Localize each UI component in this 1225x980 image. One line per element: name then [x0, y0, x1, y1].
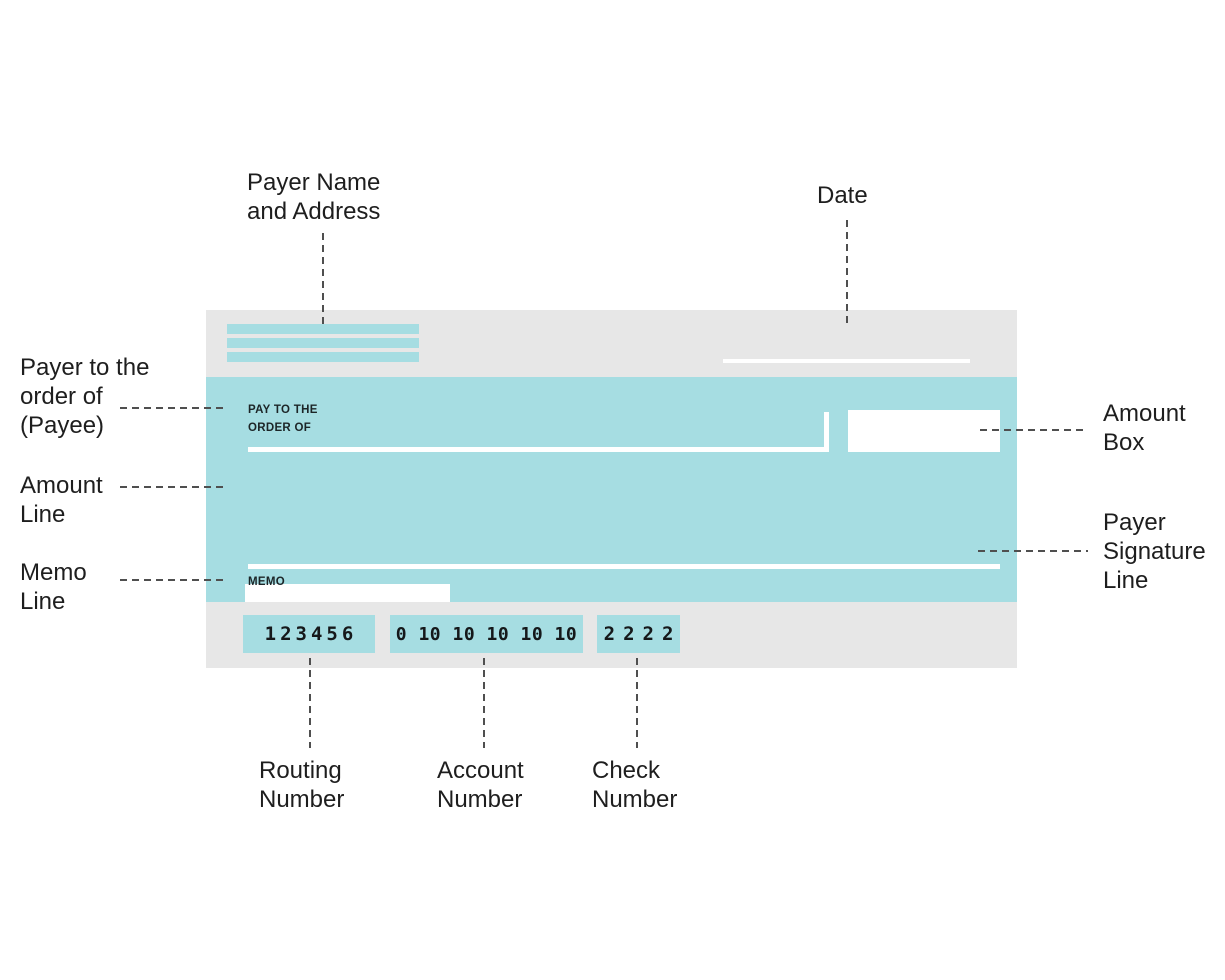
payer-address-bar — [227, 338, 419, 348]
label-amount-line: Amount Line — [20, 472, 103, 528]
amount-box — [848, 410, 1000, 452]
check-number-value: 2222 — [597, 615, 680, 653]
label-date: Date — [817, 182, 868, 209]
label-payer-name-address: Payer Name and Address — [247, 169, 381, 225]
amount-line — [248, 564, 1000, 569]
check-body-section: PAY TO THE ORDER OF MEMO — [206, 377, 1017, 637]
leader-memo-line — [120, 579, 227, 581]
label-check-number: Check Number — [592, 757, 678, 813]
memo-label: MEMO — [248, 576, 285, 588]
routing-number-value: 123456 — [243, 615, 375, 653]
pay-to-the-order-of-label: PAY TO THE ORDER OF — [248, 404, 318, 434]
label-memo-line: Memo Line — [20, 559, 87, 615]
leader-amount-line — [120, 486, 227, 488]
date-line — [723, 359, 970, 363]
account-number-value: 0 10 10 10 10 10 — [390, 615, 583, 653]
payee-line — [248, 412, 829, 452]
label-payee: Payer to the order of (Payee) — [20, 354, 150, 439]
label-payer-signature: Payer Signature Line — [1103, 509, 1206, 594]
check-header-section — [206, 310, 1017, 377]
leader-amount-box — [980, 429, 1088, 431]
label-routing-number: Routing Number — [259, 757, 345, 813]
leader-account-number — [483, 658, 485, 748]
leader-check-number — [636, 658, 638, 748]
label-amount-box: Amount Box — [1103, 400, 1186, 456]
leader-date — [846, 220, 848, 325]
payer-address-bar — [227, 352, 419, 362]
check-micr-section: 123456 0 10 10 10 10 10 2222 — [206, 602, 1017, 668]
check-illustration: PAY TO THE ORDER OF MEMO 123456 0 10 10 … — [206, 310, 1017, 668]
leader-payee — [120, 407, 227, 409]
leader-routing-number — [309, 658, 311, 748]
leader-payer-signature — [978, 550, 1088, 552]
payer-address-bar — [227, 324, 419, 334]
leader-payer-name — [322, 233, 324, 325]
label-account-number: Account Number — [437, 757, 524, 813]
